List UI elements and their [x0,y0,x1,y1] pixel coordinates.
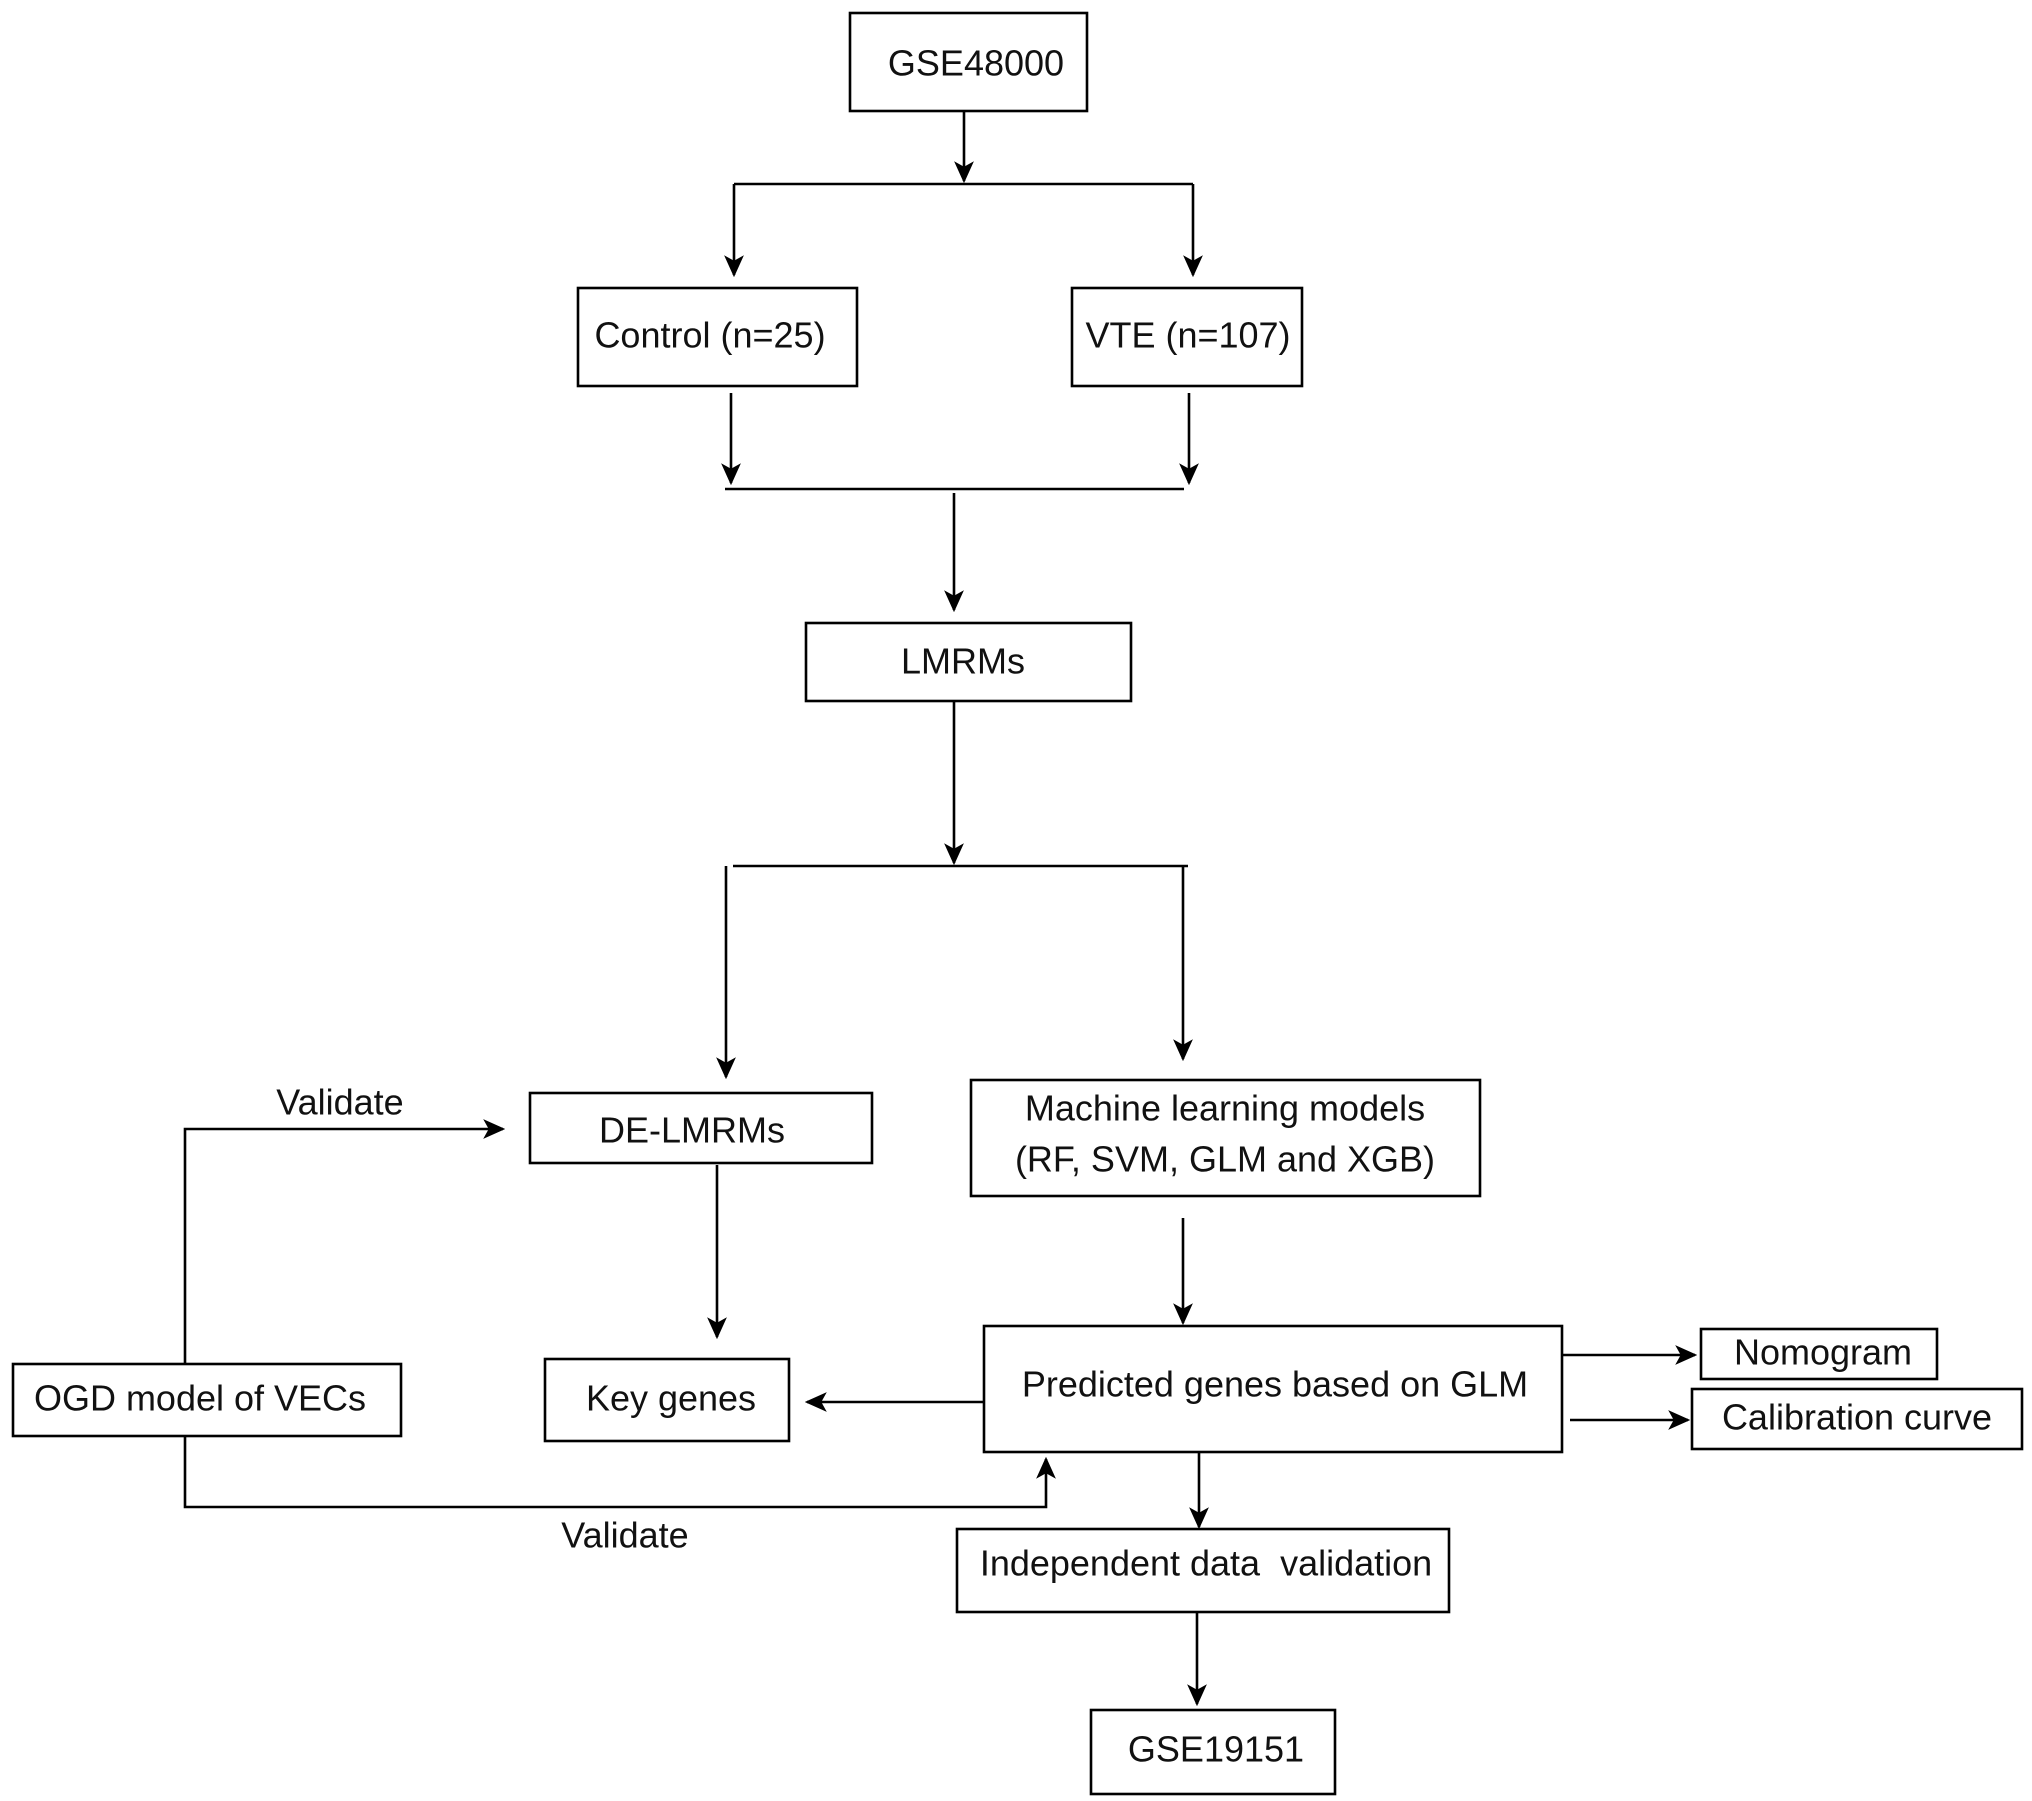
node-gse19151: GSE19151 [1089,1708,1337,1796]
arrow-ogd-validate-predicted [183,1436,1056,1509]
node-predicted-genes-label: Predicted genes based on GLM [1022,1364,1528,1405]
node-control-label: Control (n=25) [594,315,825,356]
node-vte-label: VTE (n=107) [1085,315,1290,356]
node-calibration-curve: Calibration curve [1690,1387,2024,1451]
node-gse19151-label: GSE19151 [1128,1729,1304,1770]
node-lmrms: LMRMs [804,621,1133,703]
connectors [183,111,1698,1707]
node-nomogram-label: Nomogram [1734,1332,1912,1373]
node-control: Control (n=25) [576,286,859,388]
node-ml-models-line1: Machine learning models [1025,1088,1425,1129]
node-key-genes: Key genes [543,1357,791,1443]
node-independent-validation: Independent data validation [955,1527,1451,1614]
node-gse48000: GSE48000 [848,11,1089,113]
node-de-lmrms: DE-LMRMs [528,1091,874,1165]
node-vte: VTE (n=107) [1070,286,1304,388]
node-gse48000-label: GSE48000 [888,43,1064,84]
arrow-ogd-validate-de-lmrms [183,1119,506,1364]
validate-label-top: Validate [276,1082,403,1123]
node-predicted-genes: Predicted genes based on GLM [982,1324,1564,1454]
node-ogd-model-label: OGD model of VECs [34,1378,366,1419]
node-lmrms-label: LMRMs [901,641,1025,682]
node-de-lmrms-label: DE-LMRMs [599,1110,785,1151]
node-ml-models: Machine learning models (RF, SVM, GLM an… [969,1078,1482,1198]
node-ogd-model: OGD model of VECs [11,1362,403,1438]
validate-label-bottom: Validate [561,1515,688,1556]
node-key-genes-label: Key genes [586,1378,756,1419]
node-independent-validation-label: Independent data validation [980,1543,1432,1584]
node-ml-models-line2: (RF, SVM, GLM and XGB) [1015,1139,1435,1180]
node-calibration-curve-label: Calibration curve [1722,1397,1992,1438]
node-nomogram: Nomogram [1699,1327,1939,1381]
